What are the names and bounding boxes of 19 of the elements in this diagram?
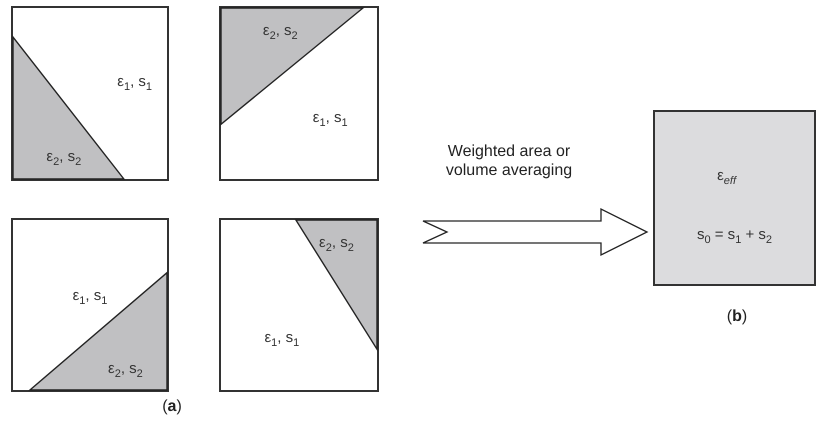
region-label: ε$_{1}$, s$_{1}$ <box>117 73 152 94</box>
region-label: ε$_{2}$, s$_{2}$ <box>108 360 143 380</box>
square-panel <box>219 6 379 181</box>
region-label: ε$_{2}$, s$_{2}$ <box>46 148 82 168</box>
region-label: ε$_{eff}$ <box>717 167 736 188</box>
panel-caption: (a) <box>162 398 182 416</box>
square-panel <box>11 218 169 392</box>
square-panel <box>653 110 816 286</box>
panel-caption: (b) <box>726 308 748 326</box>
region-label: ε$_{1}$, s$_{1}$ <box>72 286 108 306</box>
block-arrow <box>422 208 648 256</box>
region-label: ε$_{1}$, s$_{1}$ <box>264 329 300 349</box>
region-label: ε$_{2}$, s$_{2}$ <box>319 234 354 254</box>
region-label: s$_{0}$ = s$_{1}$ + s$_{2}$ <box>696 226 772 246</box>
region-label: ε$_{2}$, s$_{2}$ <box>262 22 298 42</box>
square-panel <box>11 6 169 181</box>
edge-label: Weighted area or volume averaging <box>444 142 574 180</box>
region-label: ε$_{1}$, s$_{1}$ <box>312 109 348 130</box>
square-panel <box>219 218 379 392</box>
